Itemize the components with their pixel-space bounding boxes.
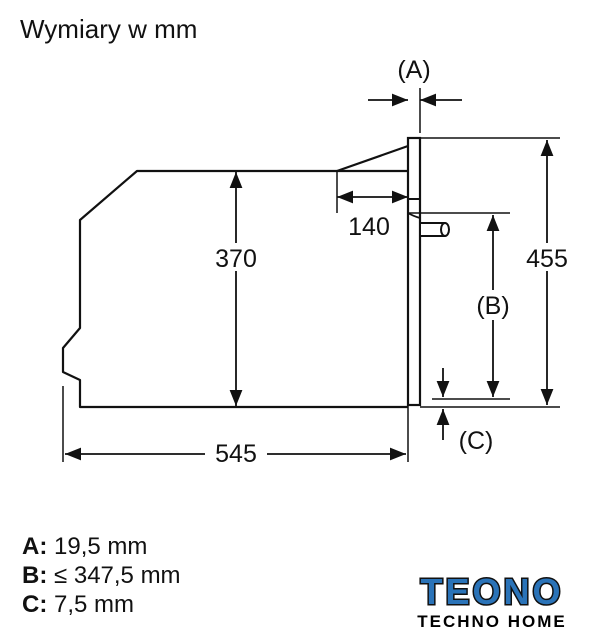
dim-label-c: (C)	[459, 427, 494, 455]
oven-top-slope	[336, 144, 409, 173]
control-knob	[419, 222, 450, 237]
spec-key: A:	[22, 533, 48, 560]
brand-tagline: TECHNO HOME	[417, 612, 567, 631]
diagram-title: Wymiary w mm	[20, 14, 198, 44]
dim-label-545: 545	[215, 440, 257, 468]
dim-label-140: 140	[348, 213, 390, 241]
brand-logo: TEONO TECHNO HOME	[417, 570, 567, 631]
spec-value: 19,5 mm	[54, 533, 148, 560]
spec-row-b: B: ≤ 347,5 mm	[22, 561, 181, 590]
dim-label-370: 370	[215, 245, 257, 273]
spec-key: B:	[22, 562, 48, 589]
dim-label-a: (A)	[397, 56, 430, 84]
spec-value: 7,5 mm	[54, 591, 135, 618]
dim-label-b: (B)	[476, 292, 509, 320]
oven-body-outline	[61, 169, 408, 409]
oven-front-panel	[406, 136, 422, 407]
spec-row-a: A: 19,5 mm	[22, 532, 181, 561]
spec-list: A: 19,5 mm B: ≤ 347,5 mm C: 7,5 mm	[22, 532, 181, 619]
spec-row-c: C: 7,5 mm	[22, 590, 181, 619]
spec-value: ≤ 347,5 mm	[54, 562, 181, 589]
spec-key: C:	[22, 591, 48, 618]
dim-label-455: 455	[526, 245, 568, 273]
brand-name: TEONO	[420, 571, 563, 612]
